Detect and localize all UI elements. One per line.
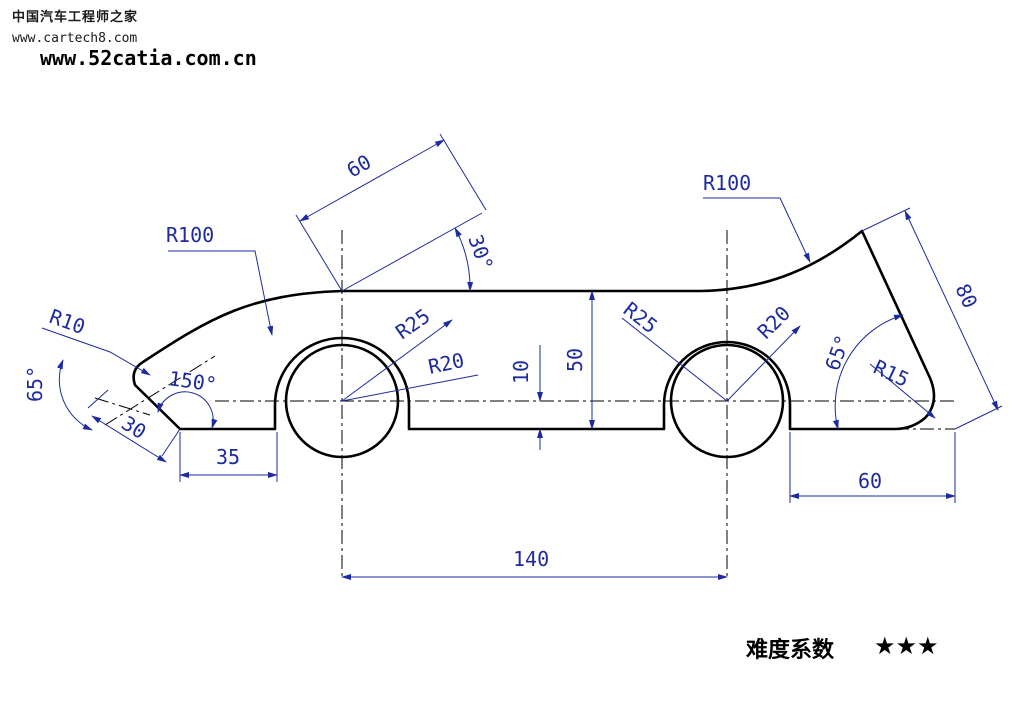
dim-rear-offset: 60: [858, 469, 882, 493]
center-lines: [94, 230, 955, 580]
dim-left-radius: R100: [166, 223, 214, 247]
dimension-lines: [41, 133, 1003, 580]
site-url-52catia[interactable]: www.52catia.com.cn: [40, 46, 257, 70]
difficulty-label: 难度系数: [746, 637, 835, 663]
site-url-cartech8[interactable]: www.cartech8.com: [12, 31, 138, 46]
dim-step-height: 10: [509, 360, 533, 384]
dim-body-height: 50: [563, 348, 587, 372]
dim-wheelbase: 140: [513, 547, 549, 571]
dim-rear-fillet: R15: [870, 355, 913, 392]
dim-top-length: 60: [343, 149, 376, 182]
dimension-labels: 60 30° R100 R100 80 R10 65° 150° 30 35 R…: [23, 149, 982, 571]
dim-left-tip-radius: R10: [46, 304, 88, 339]
site-name: 中国汽车工程师之家: [12, 10, 139, 25]
difficulty-stars: ★★★: [874, 632, 939, 660]
dim-nose-angle: 150°: [167, 366, 218, 396]
dim-rear-angle: 65°: [820, 332, 855, 374]
dim-nose-length: 30: [117, 411, 150, 444]
dim-right-radius: R100: [703, 171, 751, 195]
dim-left-offset: 35: [216, 445, 240, 469]
dim-right-height: 80: [950, 280, 982, 312]
dim-rear-wheel-outer: R25: [619, 297, 662, 338]
dim-front-wheel-inner: R20: [426, 348, 466, 379]
dim-left-angle: 65°: [23, 366, 47, 402]
car-outline: [132, 229, 936, 459]
